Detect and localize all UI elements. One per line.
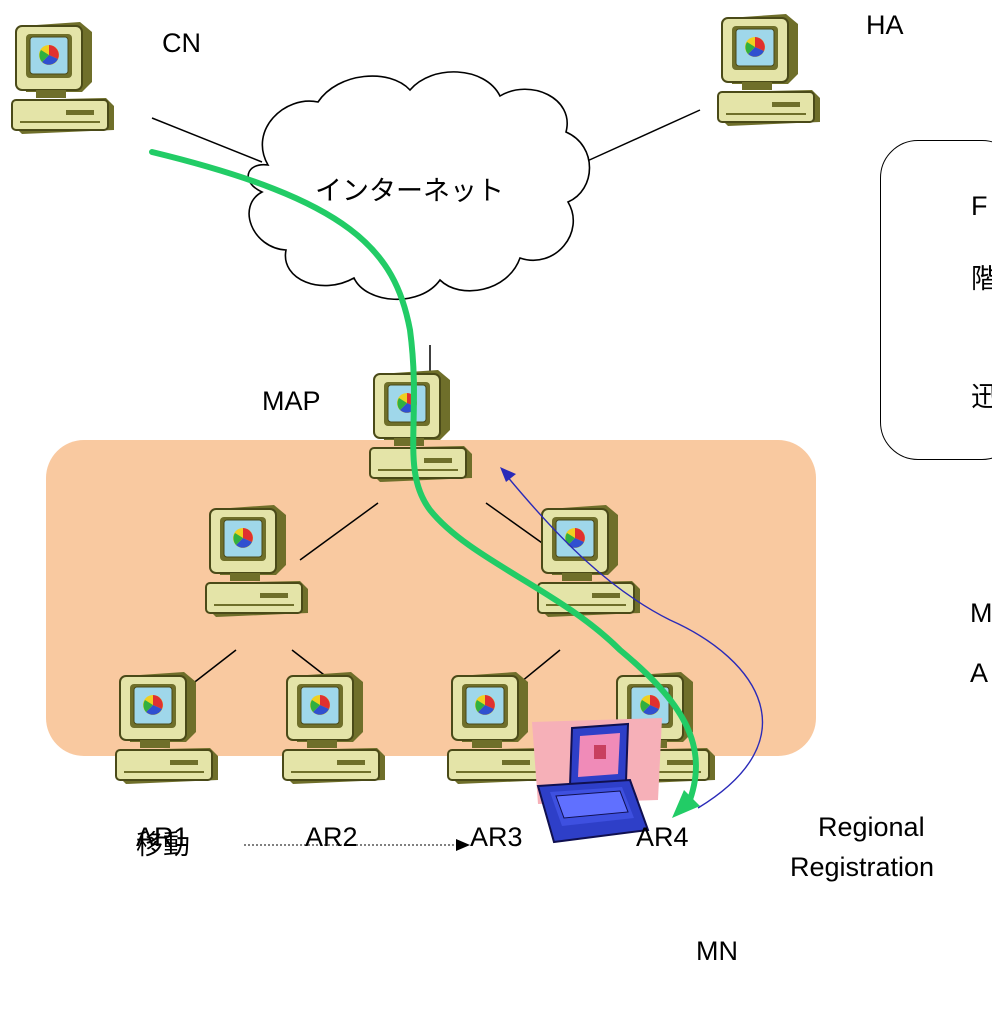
ar1-label: AR1 xyxy=(136,822,189,852)
data-path-arrowhead xyxy=(672,790,700,818)
link-map-left xyxy=(299,502,379,561)
mn-label: MN xyxy=(696,936,738,966)
callout-fragment-2: 階 xyxy=(971,264,992,294)
side-fragment-1: M xyxy=(970,598,992,628)
cn-label: CN xyxy=(162,28,201,58)
move-label: 移動 xyxy=(136,830,190,860)
move-arrowhead xyxy=(456,839,470,851)
side-fragment-2: A xyxy=(970,658,989,688)
callout-fragment-1: F xyxy=(971,191,988,221)
registration-label: Registration xyxy=(790,852,935,882)
registration-arrow xyxy=(505,474,764,809)
map-computer xyxy=(369,369,473,483)
ar2-label: AR2 xyxy=(305,822,358,852)
link-cn-internet xyxy=(151,117,263,163)
callout-box: F 階 迅 xyxy=(880,140,992,460)
data-path-arrow xyxy=(149,149,699,808)
map-label: MAP xyxy=(262,386,321,416)
internet-cloud xyxy=(247,71,591,301)
mn-laptop xyxy=(532,718,662,844)
cn-computer xyxy=(11,21,115,135)
registration-arrowhead xyxy=(500,467,516,482)
ha-computer xyxy=(717,13,821,127)
ha-label: HA xyxy=(866,10,904,40)
regional-label: Regional xyxy=(818,812,925,842)
link-ha-internet xyxy=(584,109,701,163)
callout-fragment-3: 迅 xyxy=(971,382,992,412)
ar3-label: AR3 xyxy=(470,822,523,852)
ar4-label: AR4 xyxy=(636,822,689,852)
internet-label: インターネット xyxy=(315,176,504,206)
